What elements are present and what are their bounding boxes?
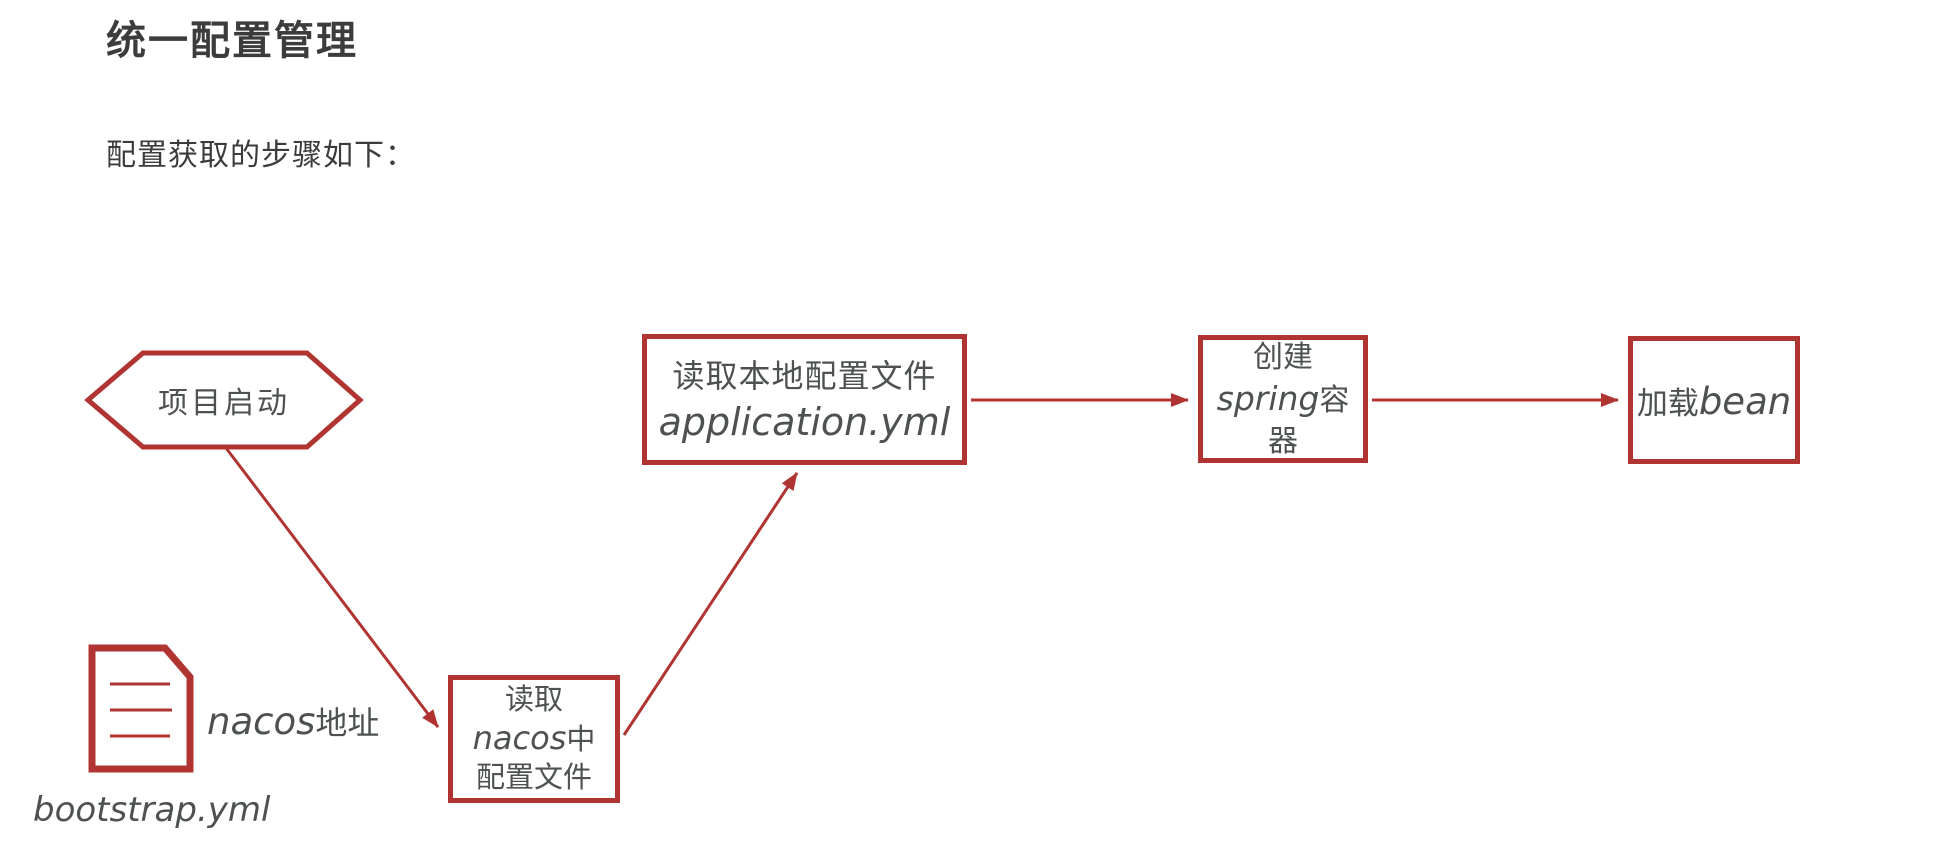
read-nacos-line3: 配置文件: [475, 762, 592, 794]
read-local-config-box: 读取本地配置文件 application.yml: [642, 334, 967, 465]
start-hexagon-label: 项目启动: [158, 387, 290, 420]
arrow-read-nacos-to-read-local: [622, 472, 799, 736]
document-icon: [88, 644, 194, 773]
nacos-address-latin: nacos: [207, 700, 316, 743]
read-local-filename: application.yml: [658, 399, 951, 444]
bootstrap-filename: bootstrap.yml: [33, 790, 271, 830]
create-spring-line1: 创建: [1253, 340, 1313, 374]
read-local-line1: 读取本地配置文件: [672, 357, 937, 394]
create-spring-line2-latin: spring: [1216, 378, 1320, 418]
nacos-address-cjk: 地址: [315, 705, 380, 741]
arrow-start-to-read-nacos: [224, 447, 440, 728]
read-nacos-line2-latin: nacos: [472, 719, 567, 757]
page-title: 统一配置管理: [106, 18, 358, 63]
document-icon-outline: [88, 644, 194, 773]
create-spring-line2-cjk: 容: [1319, 383, 1350, 417]
create-spring-line3: 器: [1268, 424, 1298, 458]
steps-caption: 配置获取的步骤如下：: [106, 139, 416, 172]
read-nacos-line1: 读取: [504, 684, 563, 716]
read-nacos-line2-cjk: 中: [566, 724, 596, 756]
load-bean-cjk: 加载: [1636, 385, 1699, 421]
start-hexagon-shape: [84, 350, 364, 450]
load-bean-latin: bean: [1698, 379, 1792, 423]
